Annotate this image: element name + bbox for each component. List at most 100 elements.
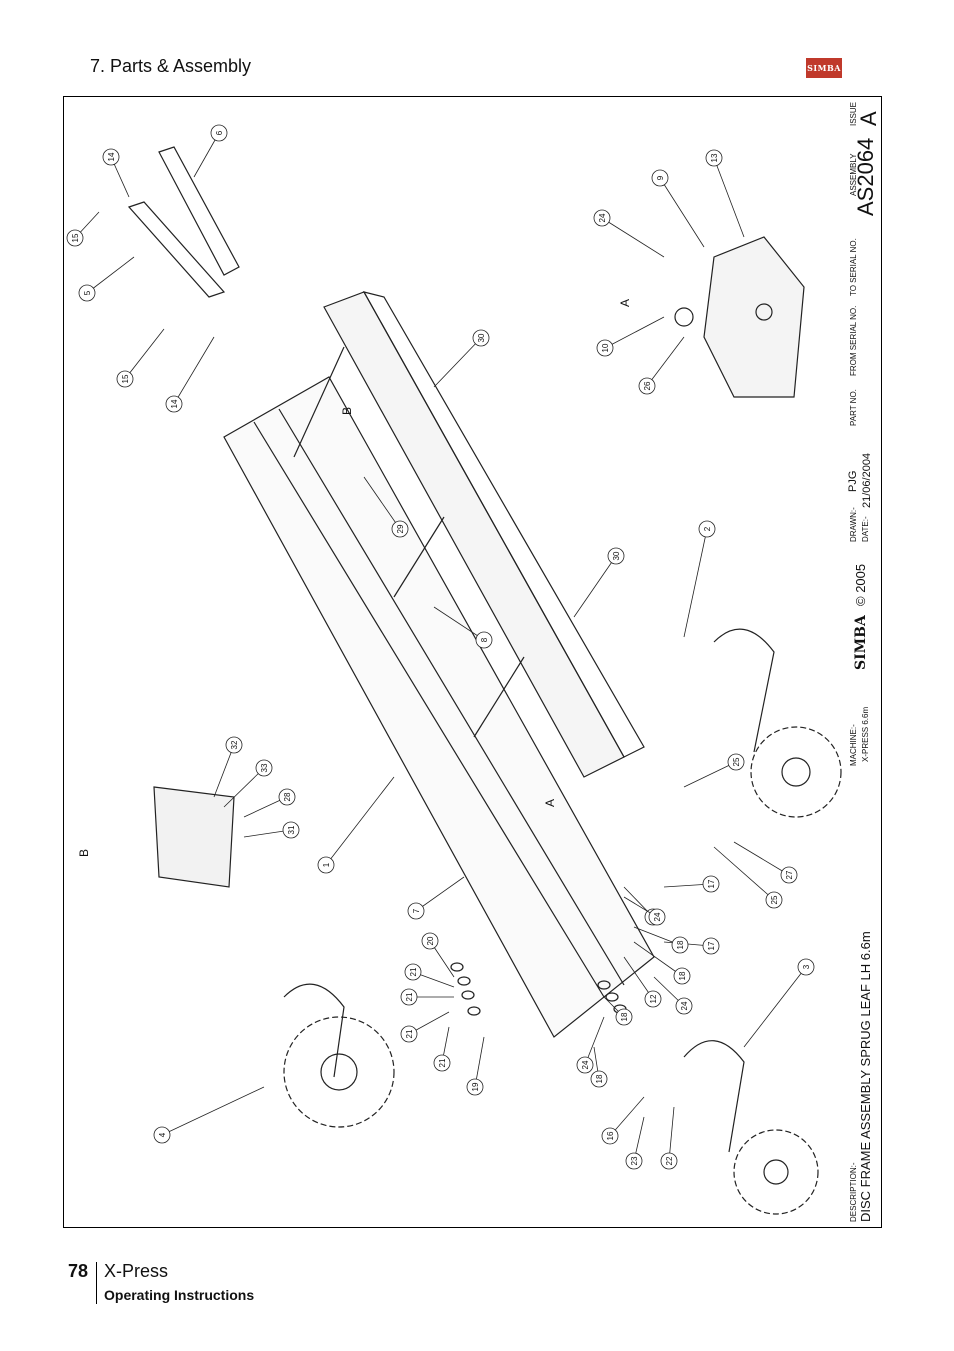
callout-balloon bbox=[165, 395, 183, 413]
washer bbox=[450, 962, 464, 972]
callout-leader bbox=[213, 744, 235, 798]
callout-number: 32 bbox=[230, 740, 239, 749]
callout-number: 10 bbox=[601, 343, 610, 352]
from-serial-label: FROM SERIAL NO. bbox=[849, 305, 858, 376]
callout-balloon bbox=[404, 963, 422, 981]
callout-balloon bbox=[282, 821, 300, 839]
callout-leader bbox=[683, 528, 708, 638]
callout-balloon bbox=[638, 377, 656, 395]
callout-number: 15 bbox=[71, 233, 80, 242]
callout-balloon bbox=[400, 988, 418, 1006]
callout-balloon bbox=[400, 1025, 418, 1043]
callout-leader bbox=[743, 966, 807, 1048]
callout-balloon bbox=[475, 631, 493, 649]
callout-number: 26 bbox=[643, 381, 652, 390]
washer bbox=[461, 990, 475, 1000]
callout-number: 23 bbox=[630, 1156, 639, 1165]
callout-balloon bbox=[255, 759, 273, 777]
callout-number: 6 bbox=[215, 130, 224, 135]
callout-balloon bbox=[225, 736, 243, 754]
callout-leader bbox=[609, 1096, 645, 1137]
callout-leader bbox=[433, 337, 482, 388]
callout-leader bbox=[124, 328, 165, 380]
callout-balloon bbox=[671, 936, 689, 954]
callout-number: 3 bbox=[802, 964, 811, 969]
callout-balloon bbox=[660, 1152, 678, 1170]
drawn-label: DRAWN:- bbox=[849, 507, 858, 542]
callout-number: 2 bbox=[703, 526, 712, 531]
callout-number: 14 bbox=[107, 152, 116, 161]
callout-number: 19 bbox=[471, 1082, 480, 1091]
view-label: B bbox=[340, 407, 354, 415]
callout-leader bbox=[161, 1086, 265, 1136]
callout-balloon bbox=[278, 788, 296, 806]
callout-balloon bbox=[601, 1127, 619, 1145]
callout-number: 15 bbox=[121, 374, 130, 383]
callout-balloon bbox=[593, 209, 611, 227]
washer bbox=[597, 980, 611, 990]
footer-subtitle: Operating Instructions bbox=[104, 1287, 255, 1303]
view-label: A bbox=[543, 799, 557, 807]
callout-number: 30 bbox=[477, 333, 486, 342]
callout-balloon bbox=[153, 1126, 171, 1144]
callout-balloon bbox=[644, 990, 662, 1008]
date-label: DATE:- bbox=[861, 516, 870, 542]
callout-number: 16 bbox=[606, 1131, 615, 1140]
callout-leader bbox=[659, 177, 705, 248]
callout-number: 24 bbox=[598, 213, 607, 222]
footer-divider bbox=[96, 1262, 97, 1304]
callout-balloon bbox=[433, 1054, 451, 1072]
callout-number: 4 bbox=[158, 1132, 167, 1137]
callout-leader bbox=[633, 941, 683, 977]
callout-leader bbox=[623, 956, 654, 1000]
callout-number: 18 bbox=[595, 1074, 604, 1083]
callout-number: 24 bbox=[581, 1060, 590, 1069]
callout-number: 21 bbox=[405, 992, 414, 1001]
callout-number: 18 bbox=[620, 1012, 629, 1021]
simba-brand: SIMBA bbox=[853, 615, 869, 670]
callout-balloon bbox=[210, 124, 228, 142]
part-no-label: PART NO. bbox=[849, 389, 858, 426]
callout-number: 7 bbox=[412, 908, 421, 913]
callout-number: 21 bbox=[405, 1029, 414, 1038]
callout-balloon bbox=[698, 520, 716, 538]
callout-leader bbox=[646, 336, 685, 387]
washer bbox=[467, 1006, 481, 1016]
callout-leader bbox=[474, 1036, 485, 1088]
to-serial-label: TO SERIAL NO. bbox=[849, 238, 858, 296]
callout-number: 17 bbox=[707, 879, 716, 888]
callout-number: 17 bbox=[707, 941, 716, 950]
callout-number: 14 bbox=[170, 399, 179, 408]
page-number: 78 bbox=[68, 1261, 89, 1281]
callout-balloon bbox=[116, 370, 134, 388]
callout-balloon bbox=[391, 520, 409, 538]
callout-balloon bbox=[780, 866, 798, 884]
callout-number: 18 bbox=[676, 940, 685, 949]
callout-leader bbox=[86, 256, 135, 294]
callout-balloon bbox=[615, 1008, 633, 1026]
machine-label: MACHINE:- bbox=[849, 724, 858, 766]
callout-number: 30 bbox=[612, 551, 621, 560]
callout-balloon bbox=[78, 284, 96, 302]
callout-number: 25 bbox=[770, 895, 779, 904]
callout-balloon bbox=[625, 1152, 643, 1170]
view-label: A bbox=[618, 299, 632, 307]
callout-balloon bbox=[407, 902, 425, 920]
callout-balloon bbox=[673, 967, 691, 985]
callout-number: 5 bbox=[83, 290, 92, 295]
callout-balloon bbox=[66, 229, 84, 247]
callout-number: 1 bbox=[322, 862, 331, 867]
callout-number: 31 bbox=[287, 825, 296, 834]
callout-number: 22 bbox=[665, 1156, 674, 1165]
callout-leader bbox=[668, 1106, 675, 1162]
callout-leader bbox=[713, 846, 775, 901]
callout-leader bbox=[223, 767, 265, 808]
callout-balloon bbox=[648, 908, 666, 926]
callout-number: 27 bbox=[785, 870, 794, 879]
description-value: DISC FRAME ASSEMBLY SPRUG LEAF LH 6.6m bbox=[858, 931, 873, 1222]
callout-leader bbox=[363, 476, 401, 530]
callout-leader bbox=[573, 555, 617, 618]
callout-number: 13 bbox=[710, 153, 719, 162]
callout-number: 24 bbox=[680, 1001, 689, 1010]
callout-balloon bbox=[576, 1056, 594, 1074]
